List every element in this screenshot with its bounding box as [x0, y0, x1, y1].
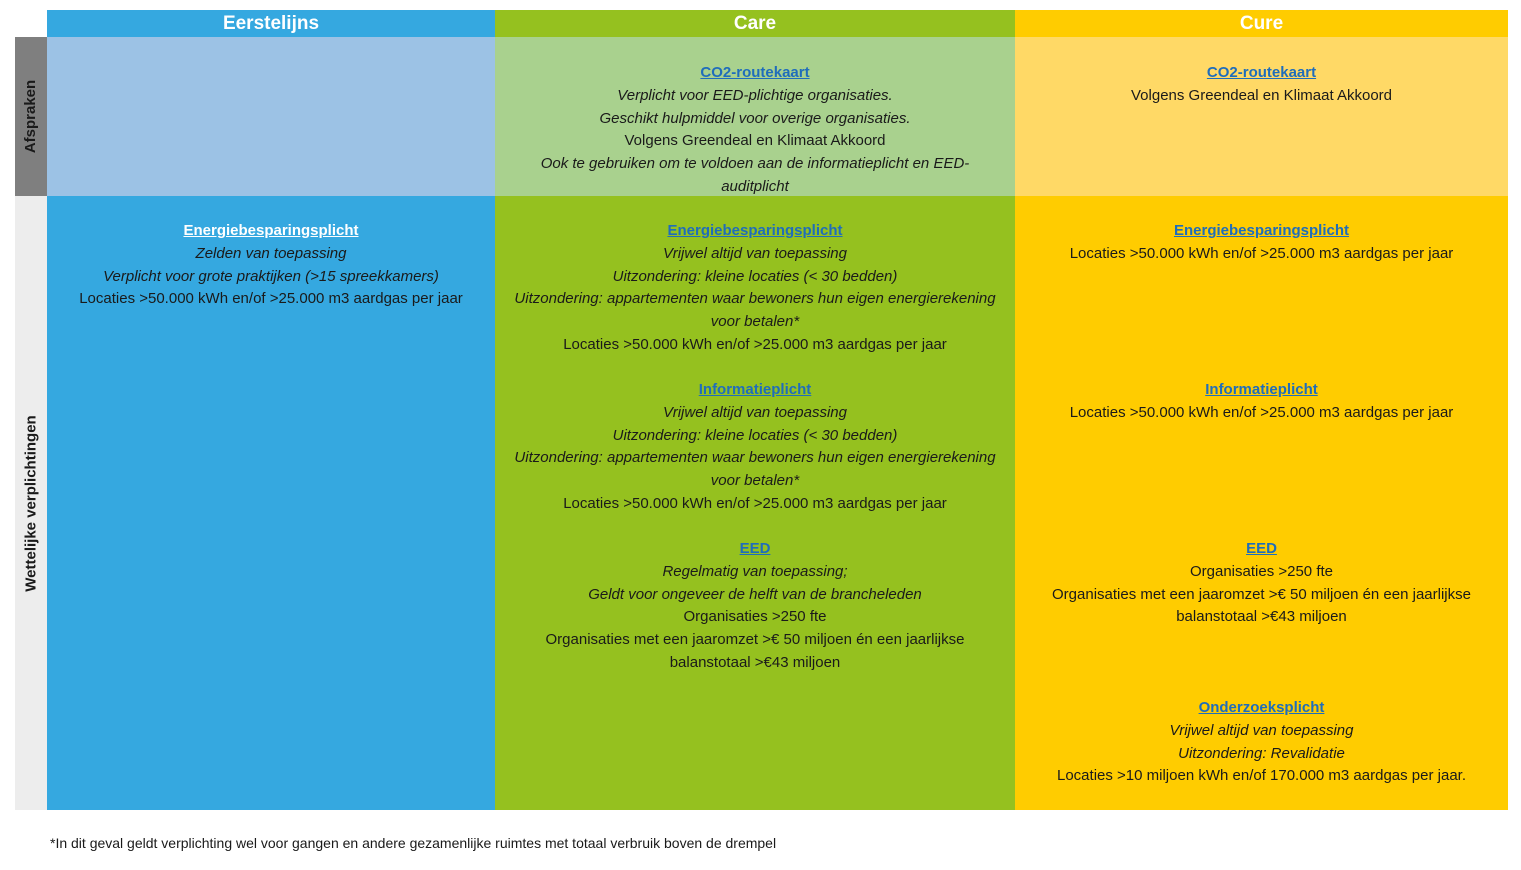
text-line: Volgens Greendeal en Klimaat Akkoord	[624, 132, 886, 150]
text-line: Uitzondering: appartementen waar bewoner…	[514, 449, 996, 467]
text-line: Zelden van toepassing	[195, 244, 347, 262]
energiebesparingsplicht-link[interactable]: Energiebesparingsplicht	[1173, 222, 1350, 239]
text-line: Locaties >10 miljoen kWh en/of 170.000 m…	[1057, 767, 1466, 785]
onderzoeksplicht-link[interactable]: Onderzoeksplicht	[1198, 699, 1325, 716]
text-line: voor betalen*	[710, 472, 800, 490]
row-label-wettelijk-text: Wettelijke verplichtingen	[22, 414, 40, 592]
afspraken-eerstelijns-cell	[47, 37, 495, 196]
wettelijk-care-cell: Energiebesparingsplicht Vrijwel altijd v…	[495, 196, 1015, 810]
eed-link[interactable]: EED	[1246, 540, 1277, 557]
text-line: Locaties >50.000 kWh en/of >25.000 m3 aa…	[1069, 403, 1454, 421]
text-line: auditplicht	[721, 177, 789, 195]
informatieplicht-block: Informatieplicht Vrijwel altijd van toep…	[495, 379, 1015, 516]
text-line: Volgens Greendeal en Klimaat Akkoord	[1131, 86, 1392, 104]
text-line: Organisaties >250 fte	[1189, 562, 1333, 580]
wettelijk-cure-cell: Energiebesparingsplicht Locaties >50.000…	[1015, 196, 1508, 810]
text-line: Verplicht voor grote praktijken (>15 spr…	[103, 267, 439, 285]
energiebesparingsplicht-link[interactable]: Energiebesparingsplicht	[667, 222, 843, 239]
text-line: Uitzondering: kleine locaties (< 30 bedd…	[612, 267, 898, 285]
text-line: Uitzondering: appartementen waar bewoner…	[514, 290, 996, 308]
text-line: Vrijwel altijd van toepassing	[663, 403, 847, 421]
text-line: Uitzondering: kleine locaties (< 30 bedd…	[612, 426, 898, 444]
text-line: voor betalen*	[710, 313, 800, 331]
text-line: Vrijwel altijd van toepassing	[663, 244, 847, 262]
afspraken-care-cell: CO2-routekaart Verplicht voor EED-plicht…	[495, 37, 1015, 196]
text-line: Organisaties met een jaaromzet >€ 50 mil…	[545, 631, 965, 649]
text-line: Vrijwel altijd van toepassing	[1169, 721, 1354, 739]
row-label-wettelijk: Wettelijke verplichtingen	[15, 196, 47, 810]
footnote: *In dit geval geldt verplichting wel voo…	[50, 835, 777, 851]
informatieplicht-link[interactable]: Informatieplicht	[1205, 381, 1318, 398]
text-line: Regelmatig van toepassing;	[662, 562, 848, 580]
eed-block: EED Regelmatig van toepassing; Geldt voo…	[495, 538, 1015, 675]
co2-routekaart-link[interactable]: CO2-routekaart	[1206, 64, 1317, 81]
text-line: balanstotaal >€43 miljoen	[669, 653, 841, 671]
text-line: Locaties >50.000 kWh en/of >25.000 m3 aa…	[79, 290, 463, 308]
eed-link[interactable]: EED	[739, 540, 771, 557]
text-line: Organisaties met een jaaromzet >€ 50 mil…	[1052, 585, 1471, 603]
afspraken-care-block: CO2-routekaart Verplicht voor EED-plicht…	[495, 62, 1015, 199]
text-line: Geschikt hulpmiddel voor overige organis…	[599, 109, 911, 127]
afspraken-cure-block: CO2-routekaart Volgens Greendeal en Klim…	[1015, 62, 1508, 108]
row-label-afspraken: Afspraken	[15, 37, 47, 196]
text-line: Uitzondering: Revalidatie	[1178, 744, 1345, 762]
informatieplicht-block: Informatieplicht Locaties >50.000 kWh en…	[1015, 379, 1508, 425]
energiebesparingsplicht-block: Energiebesparingsplicht Locaties >50.000…	[1015, 220, 1508, 266]
text-line: Verplicht voor EED-plichtige organisatie…	[617, 86, 893, 104]
energiebesparingsplicht-block: Energiebesparingsplicht Vrijwel altijd v…	[495, 220, 1015, 357]
wettelijk-eerstelijns-cell: Energiebesparingsplicht Zelden van toepa…	[47, 196, 495, 810]
informatieplicht-link[interactable]: Informatieplicht	[698, 381, 812, 398]
co2-routekaart-link[interactable]: CO2-routekaart	[700, 64, 810, 81]
column-header-eerstelijns: Eerstelijns	[47, 10, 495, 37]
row-label-afspraken-text: Afspraken	[22, 79, 40, 154]
text-line: Locaties >50.000 kWh en/of >25.000 m3 aa…	[563, 494, 947, 512]
onderzoeksplicht-block: Onderzoeksplicht Vrijwel altijd van toep…	[1015, 697, 1508, 788]
text-line: Organisaties >250 fte	[683, 608, 827, 626]
column-header-cure: Cure	[1015, 10, 1508, 37]
text-line: Geldt voor ongeveer de helft van de bran…	[588, 585, 922, 603]
text-line: balanstotaal >€43 miljoen	[1176, 608, 1347, 626]
text-line: Ook te gebruiken om te voldoen aan de in…	[540, 155, 970, 173]
eed-block: EED Organisaties >250 fte Organisaties m…	[1015, 538, 1508, 629]
energiebesparingsplicht-link[interactable]: Energiebesparingsplicht	[183, 222, 359, 239]
afspraken-cure-cell: CO2-routekaart Volgens Greendeal en Klim…	[1015, 37, 1508, 196]
text-line: Locaties >50.000 kWh en/of >25.000 m3 aa…	[1069, 244, 1454, 262]
column-header-care: Care	[495, 10, 1015, 37]
energiebesparingsplicht-block: Energiebesparingsplicht Zelden van toepa…	[47, 220, 495, 311]
text-line: Locaties >50.000 kWh en/of >25.000 m3 aa…	[563, 335, 947, 353]
